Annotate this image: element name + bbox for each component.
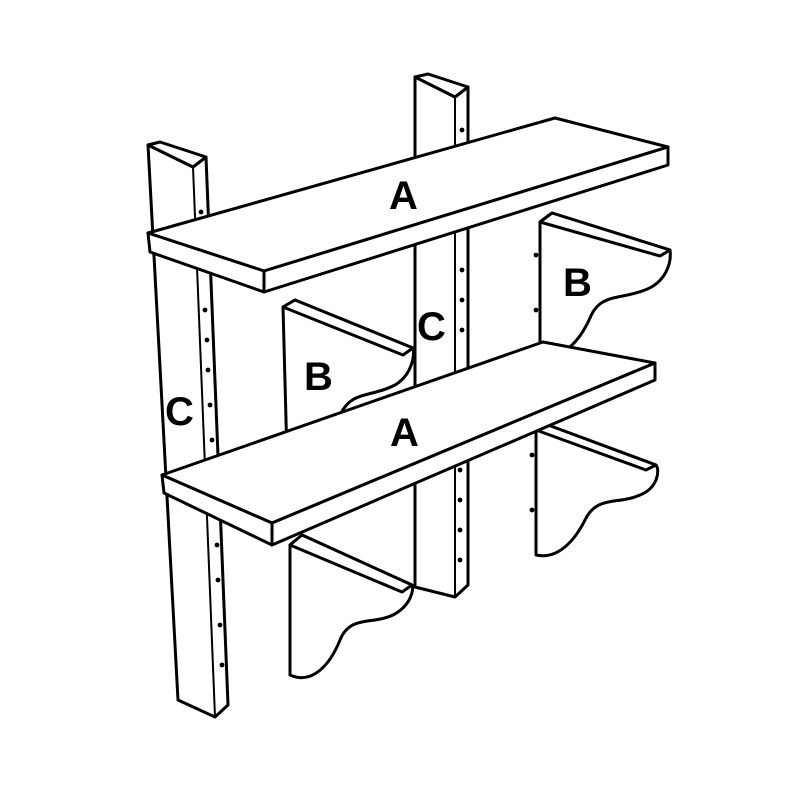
upright-left-holes	[198, 209, 225, 668]
label-bracket-upper-left: B	[304, 355, 333, 399]
bracket-lower-right	[529, 423, 660, 558]
label-upright-right: C	[417, 305, 446, 349]
label-bracket-upper-right: B	[563, 261, 592, 305]
bracket-upper-left: B	[281, 298, 415, 460]
shelf-bottom: A	[160, 340, 657, 547]
label-upright-left: C	[165, 390, 194, 434]
upright-right-holes	[457, 127, 465, 563]
label-shelf-top: A	[389, 174, 418, 218]
upright-left: C	[146, 140, 230, 719]
bracket-upper-right: B	[533, 211, 672, 358]
label-shelf-bottom: A	[390, 411, 419, 455]
shelf-top: A	[146, 116, 670, 294]
bracket-lower-left	[288, 533, 415, 679]
